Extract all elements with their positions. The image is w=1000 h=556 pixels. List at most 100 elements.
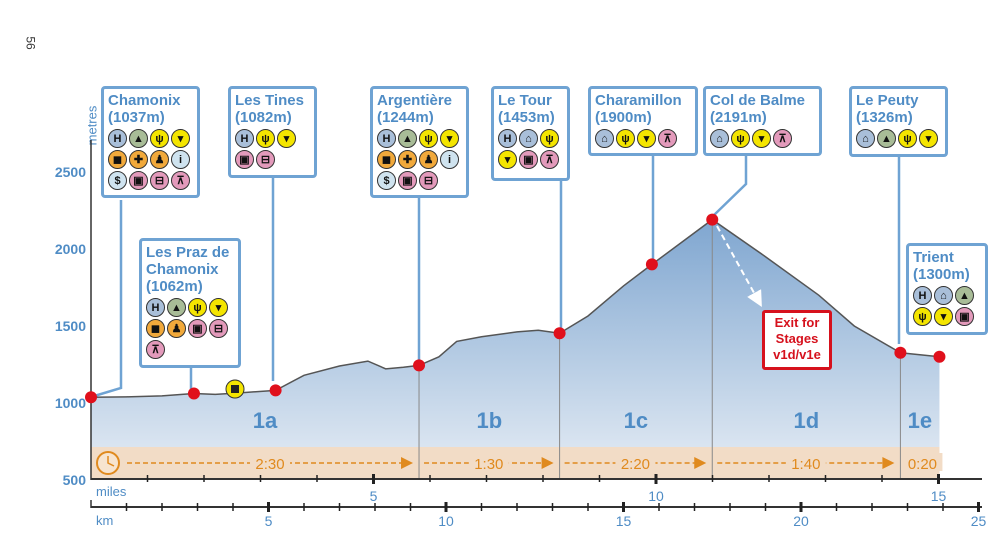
exit-note: Exit for Stages v1d/v1e [762, 310, 832, 370]
stage-label: 1d [793, 408, 819, 433]
time-arrow-head [882, 457, 895, 469]
location-name: Argentière [377, 92, 453, 109]
hotel-icon: H [146, 298, 165, 317]
location-marker [645, 258, 658, 271]
restaurant-icon: ψ [898, 129, 917, 148]
cafe-icon-glyph [231, 385, 239, 393]
camping-icon: ▲ [167, 298, 186, 317]
location-marker [894, 346, 907, 359]
lift-icon: ⊼ [658, 129, 677, 148]
hotel-icon: H [108, 129, 127, 148]
train-icon: ⊟ [150, 171, 169, 190]
lift-icon: ⊼ [171, 171, 190, 190]
stage-label: 1a [253, 408, 278, 433]
train-icon: ⊟ [256, 150, 275, 169]
time-arrow-head [694, 457, 707, 469]
camping-icon: ▲ [877, 129, 896, 148]
y-tick-label: 2500 [55, 164, 86, 180]
exit-note-line3: v1d/v1e [773, 347, 821, 362]
time-label-bg [468, 453, 509, 471]
location-marker [85, 391, 97, 404]
location-name: Le Tour [498, 92, 552, 109]
location-box: Argentière(1244m)H▲ψ▾◼✚♟i$▣⊟ [370, 86, 469, 198]
time-label-bg [785, 453, 826, 471]
y-tick-label: 2000 [55, 241, 86, 257]
hotel-icon: H [235, 129, 254, 148]
stage-time: 1:30 [474, 456, 503, 473]
info-icon: i [171, 150, 190, 169]
mile-tick-label: 15 [931, 488, 947, 504]
bank-icon: $ [377, 171, 396, 190]
km-tick-label: 15 [616, 513, 632, 529]
location-marker [706, 213, 719, 226]
info-icon: i [440, 150, 459, 169]
location-name: Trient [913, 249, 954, 266]
bus-icon: ▣ [398, 171, 417, 190]
bus-icon: ▣ [188, 319, 207, 338]
stage-label: 1e [908, 408, 932, 433]
location-elevation: (1300m) [913, 266, 970, 283]
mile-tick-label: 5 [370, 488, 378, 504]
km-label: km [96, 513, 113, 528]
location-elevation: (1082m) [235, 109, 292, 126]
location-box: Charamillon(1900m)⌂ψ▾⊼ [588, 86, 698, 156]
location-box: Le Tour(1453m)H⌂ψ▾▣⊼ [491, 86, 570, 181]
restaurant-icon: ψ [188, 298, 207, 317]
hotel-icon: H [377, 129, 396, 148]
location-marker [933, 350, 946, 363]
leader-line [711, 155, 748, 218]
stage-time: 2:20 [621, 456, 650, 473]
y-tick-label: 500 [63, 472, 87, 488]
restaurant-icon: ψ [616, 129, 635, 148]
cafe-icon: ▾ [752, 129, 771, 148]
medical-icon: ✚ [129, 150, 148, 169]
restaurant-icon: ψ [256, 129, 275, 148]
location-elevation: (2191m) [710, 109, 767, 126]
location-name: Les Tines [235, 92, 304, 109]
restaurant-icon: ψ [913, 307, 932, 326]
location-elevation: (1453m) [498, 109, 555, 126]
train-icon: ⊟ [419, 171, 438, 190]
location-marker [553, 327, 566, 340]
shop-icon: ◼ [377, 150, 396, 169]
location-marker [187, 387, 200, 400]
time-label-bg [615, 453, 656, 471]
km-tick-label: 20 [793, 513, 809, 529]
location-name: Le Peuty [856, 92, 919, 109]
camping-icon: ▲ [955, 286, 974, 305]
refuge-icon: ⌂ [595, 129, 614, 148]
location-box: Les Praz de Chamonix(1062m)H▲ψ▾◼♟▣⊟⊼ [139, 238, 241, 368]
km-tick-label: 5 [265, 513, 273, 529]
location-marker [269, 384, 282, 397]
restaurant-icon: ψ [731, 129, 750, 148]
lift-icon: ⊼ [773, 129, 792, 148]
refuge-icon: ⌂ [519, 129, 538, 148]
cafe-icon: ▾ [209, 298, 228, 317]
exit-arrow [716, 225, 762, 307]
cafe-icon: ▾ [934, 307, 953, 326]
location-elevation: (1326m) [856, 109, 913, 126]
location-elevation: (1037m) [108, 109, 165, 126]
stage-label: 1b [476, 408, 502, 433]
location-elevation: (1244m) [377, 109, 434, 126]
cafe-icon: ▾ [277, 129, 296, 148]
cafe-icon: ▾ [637, 129, 656, 148]
cafe-icon: ▾ [919, 129, 938, 148]
location-elevation: (1900m) [595, 109, 652, 126]
refuge-icon: ⌂ [856, 129, 875, 148]
cafe-icon: ▾ [440, 129, 459, 148]
cafe-icon: ▾ [171, 129, 190, 148]
exit-note-line1: Exit for [774, 315, 820, 330]
bank-icon: $ [108, 171, 127, 190]
lift-icon: ⊼ [146, 340, 165, 359]
lift-icon: ⊼ [540, 150, 559, 169]
restaurant-icon: ψ [150, 129, 169, 148]
refuge-icon: ⌂ [710, 129, 729, 148]
location-name: Les Praz de Chamonix [146, 244, 230, 278]
time-arrow-head [401, 457, 414, 469]
bus-icon: ▣ [955, 307, 974, 326]
guide-icon: ♟ [419, 150, 438, 169]
